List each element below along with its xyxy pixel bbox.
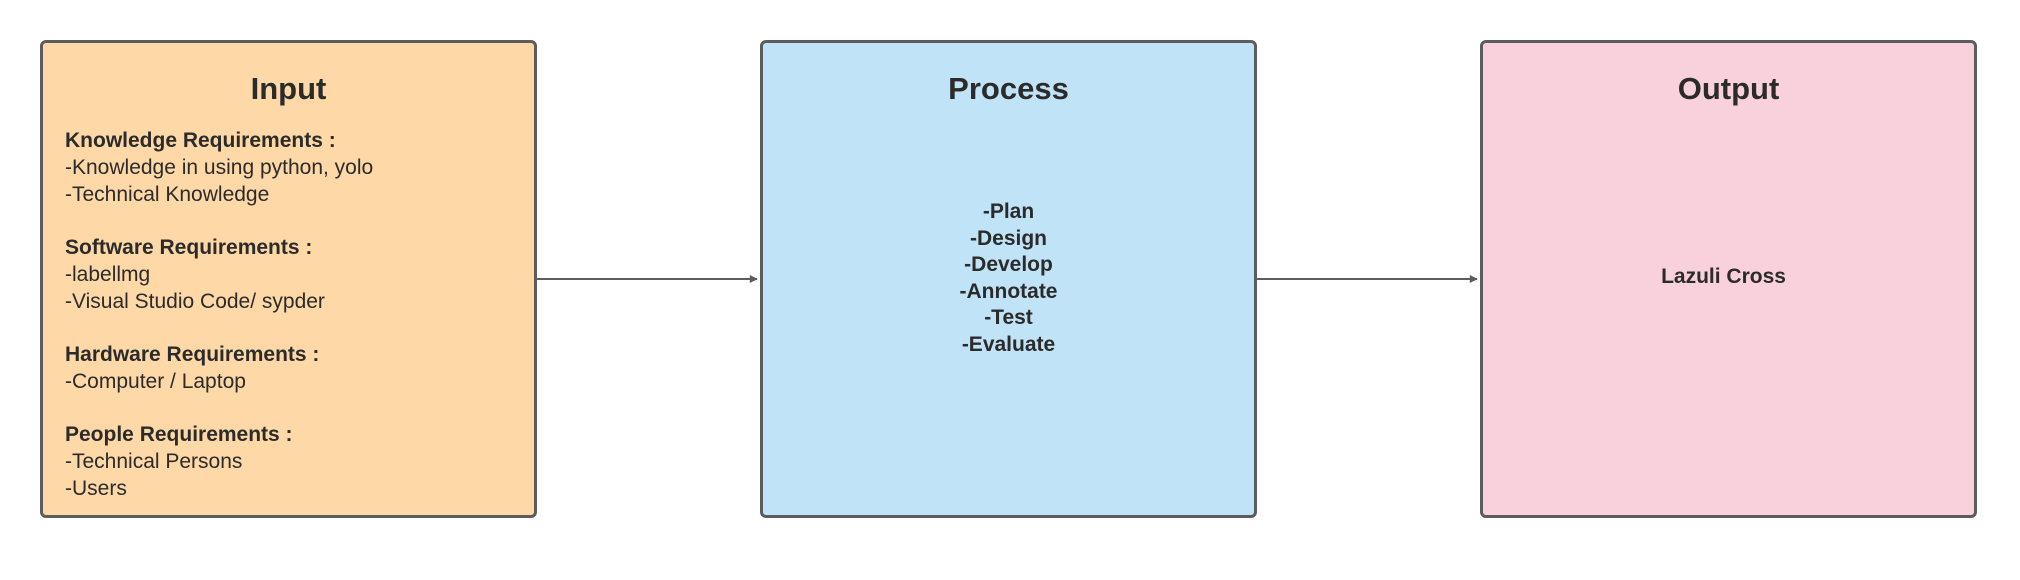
output-box: Output Lazuli Cross [1480,40,1977,518]
requirement-group-people: People Requirements : -Technical Persons… [65,421,524,502]
group-item: -Knowledge in using python, yolo [65,156,374,179]
process-box: Process -Plan -Design -Develop -Annotate… [760,40,1257,518]
group-heading: Hardware Requirements : [65,343,320,366]
input-content: Knowledge Requirements : -Knowledge in u… [65,127,524,528]
process-step: -Plan [982,200,1035,223]
output-title: Output [1677,71,1780,106]
process-step: -Develop [964,253,1053,276]
input-title: Input [250,71,327,106]
group-item: -Technical Knowledge [65,183,270,206]
process-steps: -Plan -Design -Develop -Annotate -Test -… [763,199,1254,358]
process-step: -Evaluate [961,332,1056,356]
group-item: -labellmg [65,263,151,286]
process-step: -Design [969,226,1047,250]
group-item: -Technical Persons [65,450,243,473]
requirement-group-software: Software Requirements : -labellmg -Visua… [65,234,524,315]
requirement-group-hardware: Hardware Requirements : -Computer / Lapt… [65,341,524,395]
group-item: -Users [65,477,127,500]
group-item: -Visual Studio Code/ sypder [65,290,325,313]
process-title: Process [948,71,1069,106]
group-heading: Software Requirements : [65,236,313,259]
group-heading: Knowledge Requirements : [65,129,336,152]
input-box: Input Knowledge Requirements : -Knowledg… [40,40,537,518]
process-step: -Test [984,306,1033,329]
requirement-group-knowledge: Knowledge Requirements : -Knowledge in u… [65,127,524,208]
group-heading: People Requirements : [65,423,293,446]
group-item: -Computer / Laptop [65,370,246,393]
output-text: Lazuli Cross [1661,265,1786,288]
process-step: -Annotate [959,279,1058,303]
